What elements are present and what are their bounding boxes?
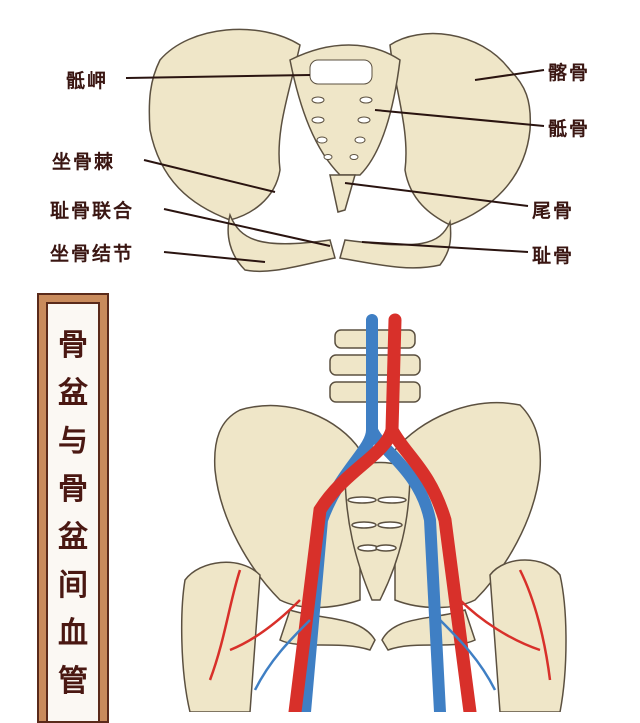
label-coccyx: 尾骨 [532, 200, 575, 222]
label-pubic-symphysis: 耻骨联合 [50, 200, 135, 222]
title-char: 盆 [58, 376, 88, 411]
label-pubis: 耻骨 [532, 245, 575, 267]
left-pubis [227, 212, 336, 273]
title-char: 血 [58, 616, 88, 651]
title-char: 管 [58, 664, 88, 699]
label-sacral-promontory: 骶岬 [66, 70, 109, 92]
coccyx [329, 174, 356, 213]
label-ischial-tuberosity: 坐骨结节 [50, 243, 135, 265]
title-char: 骨 [58, 472, 88, 507]
label-sacrum: 骶骨 [548, 118, 591, 140]
title-char: 间 [58, 568, 88, 603]
title-char: 与 [58, 424, 88, 459]
title-char: 盆 [58, 520, 88, 555]
vertical-title: 骨 盆 与 骨 盆 间 血 管 [46, 302, 100, 721]
title-frame: 骨 盆 与 骨 盆 间 血 管 [37, 293, 109, 723]
right-ilium [389, 32, 532, 226]
left-ilium [148, 28, 301, 221]
label-ischial-spine: 坐骨棘 [52, 151, 116, 173]
label-ilium: 髂骨 [548, 62, 591, 84]
title-char: 骨 [58, 328, 88, 363]
aorta [288, 313, 477, 712]
